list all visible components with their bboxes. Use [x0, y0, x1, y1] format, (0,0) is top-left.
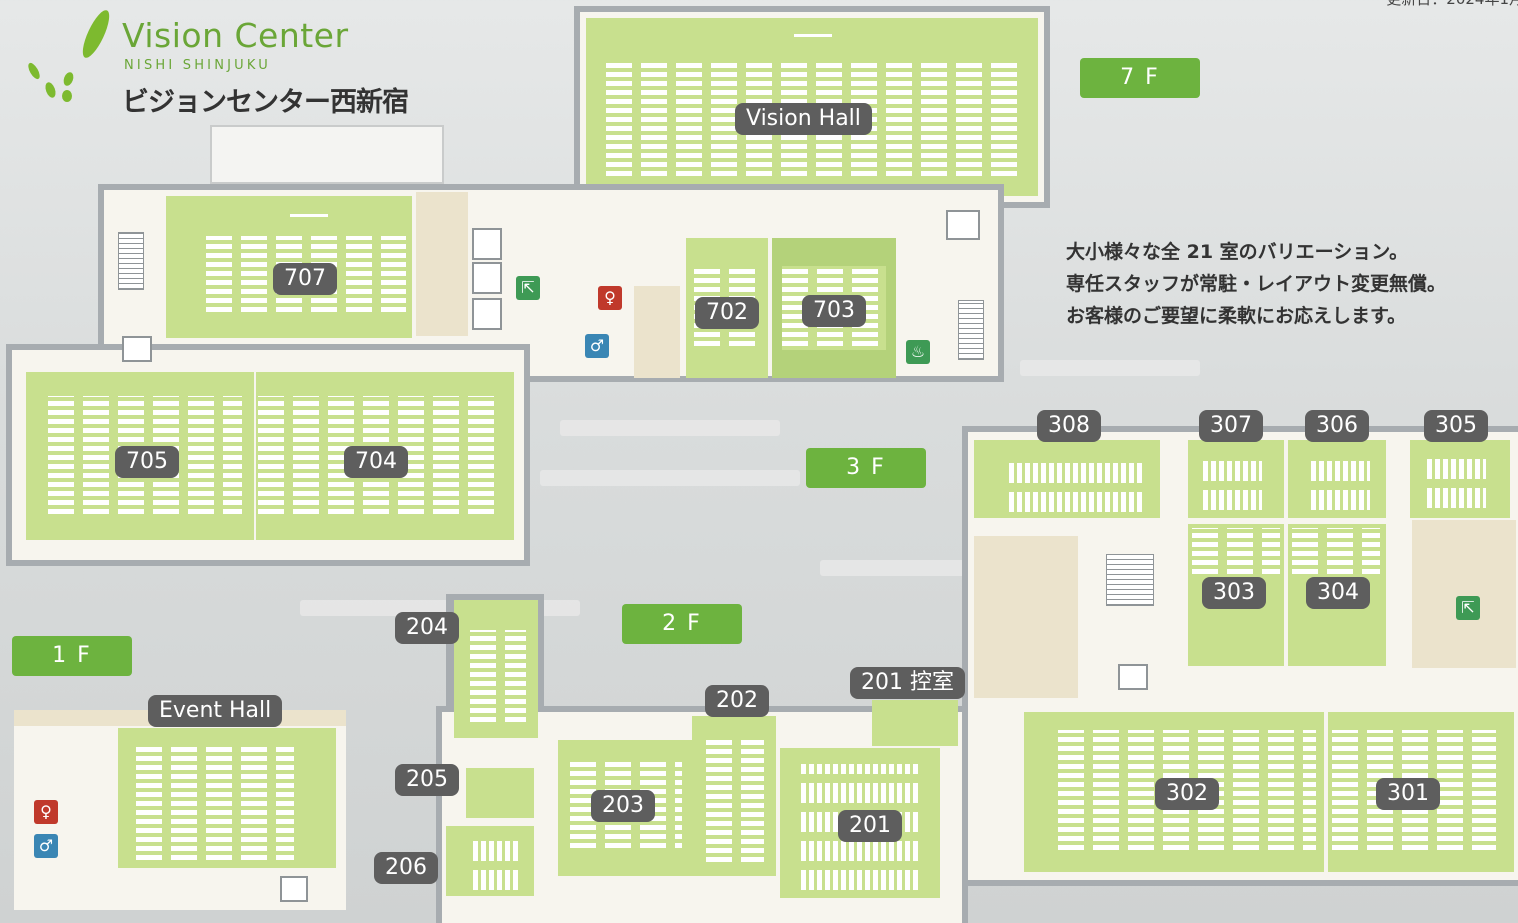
logo-leaf-mark — [62, 90, 72, 102]
stairs-icon — [958, 300, 984, 360]
floor-badge-1f[interactable]: 1 F — [12, 636, 132, 676]
restroom-female-icon: ♀ — [598, 286, 622, 310]
smoking-area-icon: ♨ — [906, 340, 930, 364]
room-label-202[interactable]: 202 — [705, 685, 769, 717]
event-hall-seating — [136, 744, 294, 864]
room-label-304[interactable]: 304 — [1306, 577, 1370, 609]
room-307-seating — [1200, 454, 1262, 510]
floor-badge-7f[interactable]: 7 F — [1080, 58, 1200, 98]
logo-leaf-mark — [26, 61, 42, 81]
room-204-seating — [470, 630, 526, 726]
background-screen — [210, 125, 444, 184]
room-205[interactable] — [466, 768, 534, 818]
room-label-201[interactable]: 201 — [838, 810, 902, 842]
emergency-exit-icon: ⇱ — [516, 276, 540, 300]
floor-badge-2f[interactable]: 2 F — [622, 604, 742, 644]
room-label-203[interactable]: 203 — [591, 790, 655, 822]
room-label-205[interactable]: 205 — [395, 764, 459, 796]
tagline-line2: 専任スタッフが常駐・レイアウト変更無償。 — [1066, 273, 1447, 295]
stairs-icon — [1106, 554, 1154, 606]
elevator-icon — [1118, 664, 1148, 690]
room-304-seating — [1292, 528, 1380, 578]
room-label-704[interactable]: 704 — [344, 446, 408, 478]
tagline-line3: お客様のご要望に柔軟にお応えします。 — [1066, 305, 1407, 327]
room-707-podium — [290, 214, 328, 217]
logo-leaf-mark — [77, 7, 115, 61]
lounge-area — [974, 536, 1078, 698]
storage-area — [634, 286, 680, 378]
room-label-308[interactable]: 308 — [1037, 410, 1101, 442]
brand-subtitle: NISHI SHINJUKU — [124, 58, 271, 73]
room-label-201-waiting[interactable]: 201 控室 — [850, 667, 965, 699]
room-label-303[interactable]: 303 — [1202, 577, 1266, 609]
room-label-306[interactable]: 306 — [1305, 410, 1369, 442]
room-label-event-hall[interactable]: Event Hall — [148, 695, 283, 727]
logo-leaf-mark — [43, 80, 58, 100]
room-label-702[interactable]: 702 — [695, 297, 759, 329]
room-303-seating — [1192, 528, 1280, 578]
restroom-female-icon: ♀ — [34, 800, 58, 824]
room-306-seating — [1308, 454, 1370, 510]
room-308-seating — [1006, 456, 1142, 512]
room-label-705[interactable]: 705 — [115, 446, 179, 478]
room-label-302[interactable]: 302 — [1155, 778, 1219, 810]
room-305-seating — [1424, 450, 1486, 508]
stairs-icon — [118, 232, 144, 290]
room-202-seating — [706, 740, 764, 866]
room-label-707[interactable]: 707 — [273, 263, 337, 295]
foyer-area — [1412, 520, 1516, 668]
room-label-307[interactable]: 307 — [1199, 410, 1263, 442]
foyer-area — [416, 192, 468, 336]
room-label-206[interactable]: 206 — [374, 852, 438, 884]
room-label-305[interactable]: 305 — [1424, 410, 1488, 442]
background-desk — [540, 470, 800, 486]
restroom-male-icon: ♂ — [34, 834, 58, 858]
emergency-exit-icon: ⇱ — [1456, 596, 1480, 620]
update-date: 更新日：2024年1月 — [1386, 0, 1518, 9]
tagline-line1: 大小様々な全 21 室のバリエーション。 — [1066, 241, 1409, 263]
elevator-icon — [946, 210, 980, 240]
room-201-waiting[interactable] — [872, 700, 958, 746]
background-desk — [1020, 360, 1200, 376]
room-label-703[interactable]: 703 — [802, 295, 866, 327]
brand-name-en: Vision Center — [122, 16, 349, 55]
logo-leaf-mark — [61, 70, 76, 88]
vision-hall-podium — [794, 34, 832, 37]
room-label-204[interactable]: 204 — [395, 612, 459, 644]
restroom-male-icon: ♂ — [585, 334, 609, 358]
elevator-icon — [122, 336, 152, 362]
elevator-icon — [472, 262, 502, 294]
elevator-icon — [280, 876, 308, 902]
floor-badge-3f[interactable]: 3 F — [806, 448, 926, 488]
room-206-seating — [470, 836, 520, 890]
elevator-icon — [472, 298, 502, 330]
elevator-icon — [472, 228, 502, 260]
brand-name-jp: ビジョンセンター西新宿 — [122, 87, 409, 118]
background-desk — [560, 420, 780, 436]
room-label-301[interactable]: 301 — [1376, 778, 1440, 810]
room-label-vision-hall[interactable]: Vision Hall — [735, 103, 872, 135]
background-desk — [820, 560, 980, 576]
